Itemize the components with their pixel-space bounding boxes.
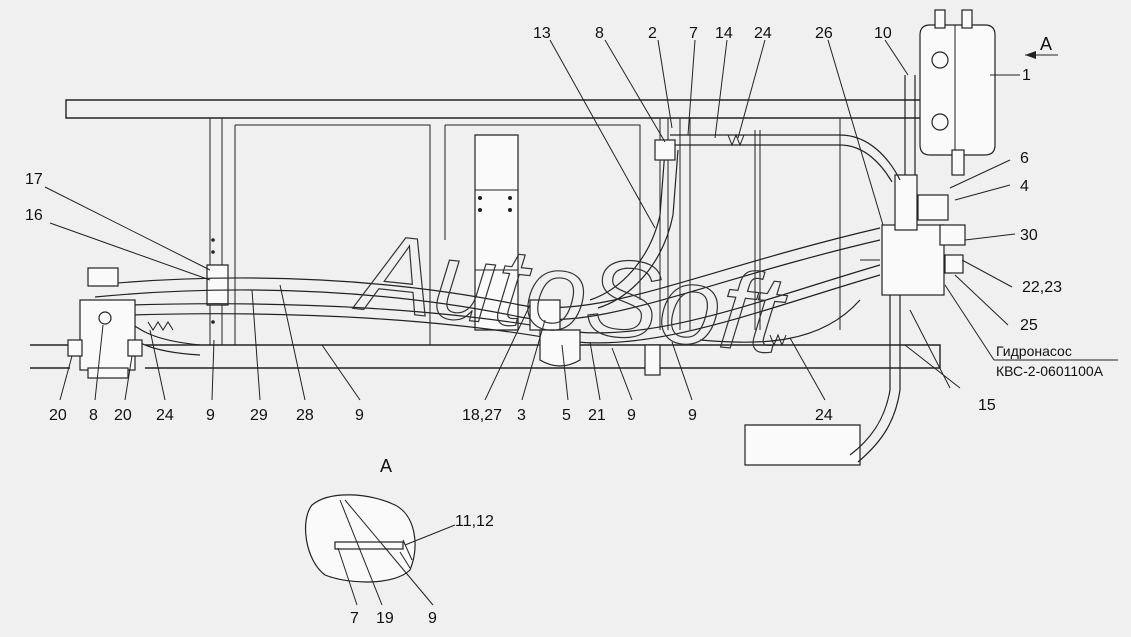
callout-labels: 13 8 2 7 14 24 26 10 1 6 4 30 22,23 25 1…: [25, 25, 1062, 627]
callout-4: 4: [1020, 178, 1029, 195]
middle-fittings: [529, 139, 676, 376]
pump-label-line2: КВС-2-0601100А: [996, 363, 1104, 379]
callout-7-bottom: 7: [350, 610, 359, 627]
spring-guards: [147, 133, 787, 347]
detail-view-a: [305, 494, 416, 583]
callout-2: 2: [648, 25, 657, 42]
callout-24-top: 24: [754, 25, 772, 42]
callout-15: 15: [978, 397, 996, 414]
chassis-frame: [30, 99, 941, 369]
callout-16: 16: [25, 207, 43, 224]
control-valve-left: [67, 267, 143, 379]
callout-6: 6: [1020, 150, 1029, 167]
callout-8-bottom: 8: [89, 407, 98, 424]
callout-1: 1: [1022, 67, 1031, 84]
oil-tank: [919, 9, 996, 176]
callout-7-top: 7: [689, 25, 698, 42]
hydraulic-pump: [860, 174, 966, 296]
callout-17: 17: [25, 171, 43, 188]
watermark: AutoSoft: [349, 210, 792, 378]
callout-5: 5: [562, 407, 571, 424]
callout-9-c: 9: [627, 407, 636, 424]
callout-3: 3: [517, 407, 526, 424]
callout-20-right: 20: [114, 407, 132, 424]
callout-11-12: 11,12: [455, 513, 494, 530]
callout-20-left: 20: [49, 407, 67, 424]
callout-24-right: 24: [815, 407, 833, 424]
callout-28: 28: [296, 407, 314, 424]
pump-label-line1: Гидронасос: [996, 343, 1072, 359]
callout-24-left: 24: [156, 407, 174, 424]
callout-19: 19: [376, 610, 394, 627]
view-arrow-label: А: [1040, 34, 1052, 54]
leader-lines: [44, 39, 1118, 606]
callout-18-27: 18,27: [462, 407, 502, 424]
callout-22-23: 22,23: [1022, 279, 1062, 296]
callout-8-top: 8: [595, 25, 604, 42]
callout-30: 30: [1020, 227, 1038, 244]
callout-9-e: 9: [428, 610, 437, 627]
callout-9-a: 9: [206, 407, 215, 424]
callout-13: 13: [533, 25, 551, 42]
detail-view-label: А: [380, 456, 392, 476]
callout-9-b: 9: [355, 407, 364, 424]
callout-26: 26: [815, 25, 833, 42]
callout-10: 10: [874, 25, 892, 42]
lower-crossmember: [744, 424, 861, 466]
callout-25: 25: [1020, 317, 1038, 334]
callout-29: 29: [250, 407, 268, 424]
callout-21: 21: [588, 407, 606, 424]
callout-9-d: 9: [688, 407, 697, 424]
callout-14: 14: [715, 25, 733, 42]
